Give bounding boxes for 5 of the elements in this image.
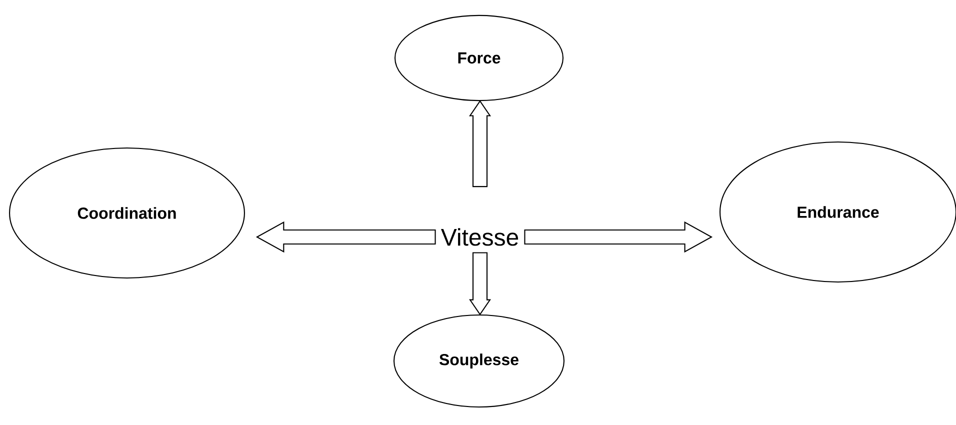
block-arrow [469,252,492,316]
block-arrow [469,100,492,188]
block-arrow [256,221,436,253]
center-label: Vitesse [440,228,518,246]
block-arrow [524,221,713,253]
